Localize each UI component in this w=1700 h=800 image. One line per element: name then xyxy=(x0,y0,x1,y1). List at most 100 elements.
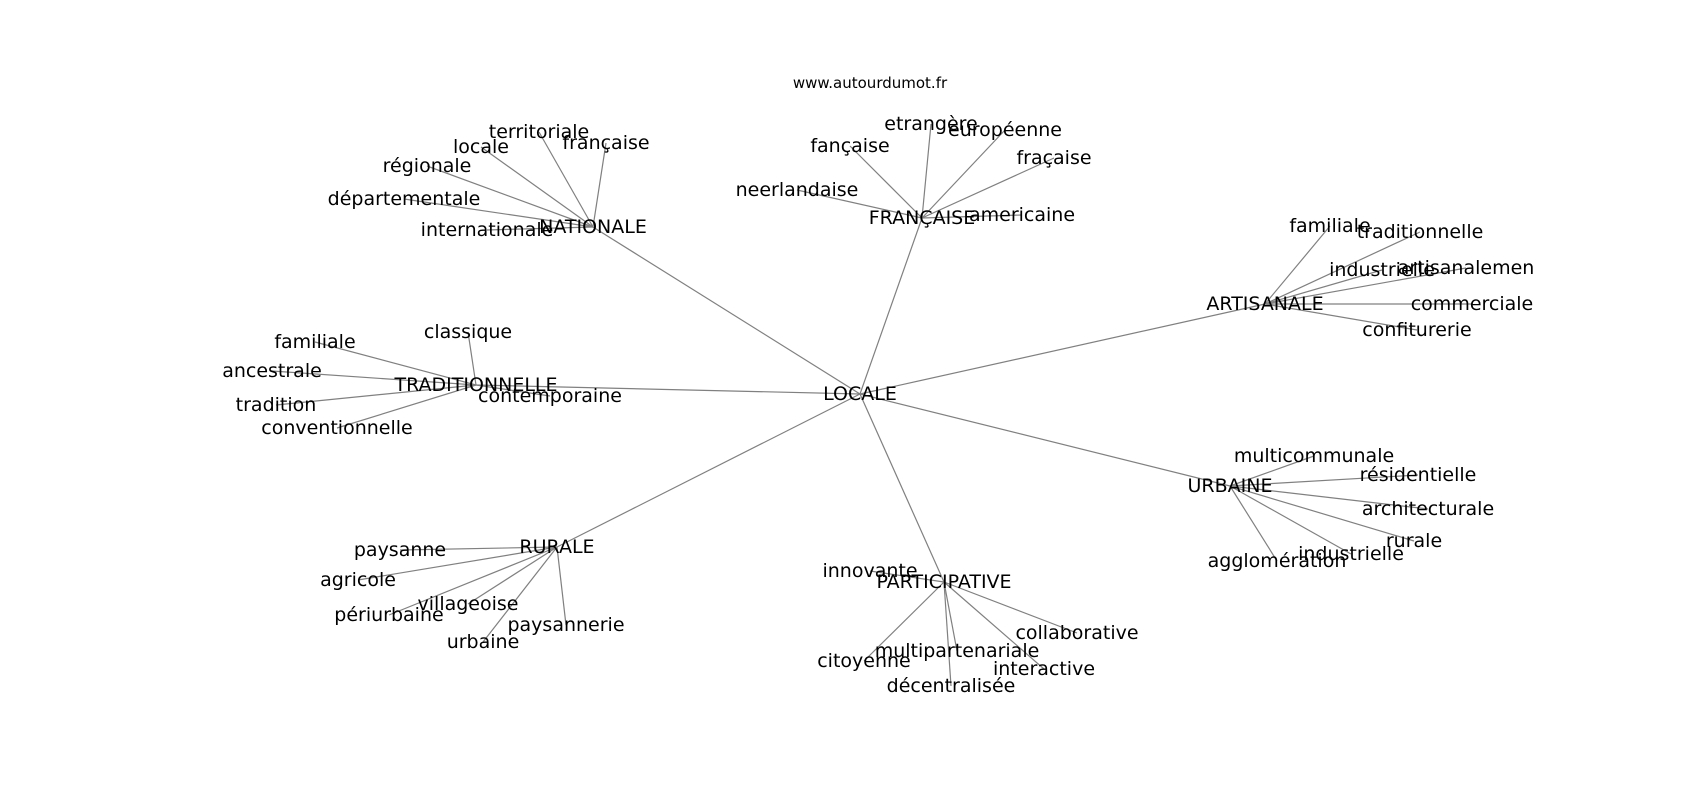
word-node-label: multipartenariale xyxy=(875,640,1040,662)
edge-rurale-word xyxy=(556,546,567,626)
edge-artisanale-word xyxy=(1264,269,1383,305)
edge-urbaine-word xyxy=(1229,485,1352,555)
word-node-label: résidentielle xyxy=(1360,464,1477,486)
word-node-label: americaine xyxy=(969,204,1075,226)
edge-rurale-word xyxy=(399,546,558,551)
edge-urbaine-word xyxy=(1229,485,1278,562)
edge-traditionnelle-word xyxy=(314,341,477,386)
word-node-label: paysannerie xyxy=(507,614,624,636)
edge-center-rurale xyxy=(556,393,861,548)
word-node-label: locale xyxy=(453,136,509,158)
edge-artisanale-word xyxy=(1264,303,1418,331)
word-node-label: citoyenne xyxy=(817,650,911,672)
cluster-node-francaise: FRANÇAISE xyxy=(869,207,976,229)
edge-rurale-word xyxy=(388,546,558,616)
cluster-node-rurale: RURALE xyxy=(519,536,594,558)
word-node-label: multicommunale xyxy=(1234,445,1394,467)
edge-traditionnelle-word xyxy=(467,331,477,386)
word-node-label: conventionnelle xyxy=(261,417,412,439)
word-node-label: urbaine xyxy=(447,631,520,653)
edge-francaise-word xyxy=(796,189,923,219)
edge-traditionnelle-word xyxy=(475,384,551,397)
edge-traditionnelle-word xyxy=(271,370,477,386)
cluster-node-nationale: NATIONALE xyxy=(539,216,647,238)
word-node-label: etrangère xyxy=(884,113,977,135)
edge-urbaine-word xyxy=(1229,455,1315,487)
cluster-node-traditionnelle: TRADITIONNELLE xyxy=(393,374,557,396)
center-node-label: LOCALE xyxy=(823,383,897,405)
edge-urbaine-word xyxy=(1229,485,1429,510)
word-node-label: industrielle xyxy=(1329,259,1435,281)
site-watermark: www.autourdumot.fr xyxy=(793,74,948,92)
word-node-label: territoriale xyxy=(489,121,589,143)
word-node-label: régionale xyxy=(383,155,472,177)
edge-artisanale-word xyxy=(1264,231,1421,305)
edge-participative-word xyxy=(943,581,958,652)
word-node-label: agricole xyxy=(320,569,396,591)
word-node-label: agglomération xyxy=(1208,550,1347,572)
edge-participative-word xyxy=(943,581,1045,670)
word-node-label: artisanalemen xyxy=(1398,257,1535,279)
word-node-label: interactive xyxy=(993,658,1095,680)
edge-urbaine-word xyxy=(1229,474,1419,487)
edge-participative-word xyxy=(943,581,952,687)
edge-nationale-word xyxy=(486,226,594,231)
edge-rurale-word xyxy=(357,546,558,581)
edge-center-traditionnelle xyxy=(475,384,861,395)
word-node-label: décentralisée xyxy=(887,675,1016,697)
edge-nationale-word xyxy=(426,165,594,228)
edge-francaise-word xyxy=(921,157,1055,219)
word-node-label: internationale xyxy=(421,219,554,241)
cluster-node-urbaine: URBAINE xyxy=(1188,475,1273,497)
word-node-label: neerlandaise xyxy=(736,179,859,201)
edge-urbaine-word xyxy=(1229,485,1415,542)
word-node-label: rurale xyxy=(1386,530,1442,552)
word-node-label: européenne xyxy=(948,119,1062,141)
edge-nationale-word xyxy=(403,198,594,228)
edge-rurale-word xyxy=(467,546,558,605)
word-node-label: commerciale xyxy=(1411,293,1534,315)
word-node-label: française xyxy=(562,132,649,154)
word-node-label: périurbaine xyxy=(334,604,443,626)
edge-participative-word xyxy=(943,581,1078,634)
graph-edges xyxy=(271,123,1472,687)
edge-center-artisanale xyxy=(859,303,1266,395)
edge-francaise-word xyxy=(921,129,1006,219)
cluster-node-participative: PARTICIPATIVE xyxy=(876,571,1011,593)
word-node-label: traditionnelle xyxy=(1357,221,1484,243)
word-node-label: familiale xyxy=(274,331,355,353)
edge-artisanale-word xyxy=(1264,267,1467,305)
word-node-label: villageoise xyxy=(418,593,519,615)
edge-participative-word xyxy=(863,581,945,662)
word-node-label: architecturale xyxy=(1362,498,1494,520)
edge-center-participative xyxy=(859,393,945,583)
edge-participative-word xyxy=(869,570,945,583)
edge-rurale-word xyxy=(482,546,558,643)
word-node-label: confiturerie xyxy=(1362,319,1471,341)
word-node-label: classique xyxy=(424,321,512,343)
edge-center-francaise xyxy=(859,217,923,395)
edge-artisanale-word xyxy=(1264,225,1331,305)
edge-nationale-word xyxy=(538,131,594,228)
word-node-label: tradition xyxy=(236,394,317,416)
word-node-label: fraçaise xyxy=(1016,147,1091,169)
word-node-label: industrielle xyxy=(1298,543,1404,565)
word-node-label: départementale xyxy=(328,188,481,210)
edge-francaise-word xyxy=(921,214,1023,219)
word-node-label: contemporaine xyxy=(478,385,622,407)
word-node-label: ancestrale xyxy=(222,360,322,382)
edge-nationale-word xyxy=(480,146,594,228)
edge-center-urbaine xyxy=(859,393,1231,487)
cluster-node-artisanale: ARTISANALE xyxy=(1206,293,1323,315)
word-node-label: collaborative xyxy=(1015,622,1138,644)
word-node-label: familiale xyxy=(1289,215,1370,237)
edge-nationale-word xyxy=(592,142,607,228)
edge-francaise-word xyxy=(849,145,923,219)
word-node-label: paysanne xyxy=(354,539,446,561)
edge-francaise-word xyxy=(921,123,932,219)
edge-center-nationale xyxy=(592,226,861,395)
edge-traditionnelle-word xyxy=(275,384,477,406)
word-node-label: fançaise xyxy=(810,135,889,157)
